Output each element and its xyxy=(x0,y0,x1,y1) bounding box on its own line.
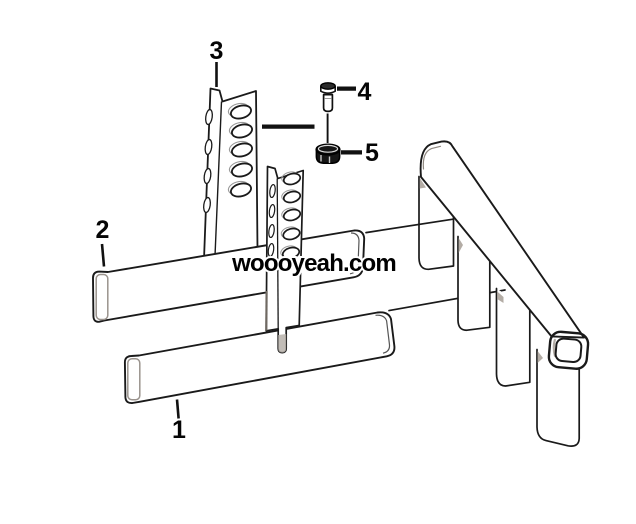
installed-bracket xyxy=(265,165,305,354)
frame-post-edge xyxy=(495,287,531,387)
installed-bracket-fold-line xyxy=(276,178,279,330)
part-1-rail xyxy=(123,311,396,404)
bolt-head-top xyxy=(320,82,336,90)
bracket-slot xyxy=(268,223,275,239)
frame-post-edge xyxy=(536,348,581,447)
callout-lines xyxy=(100,62,362,419)
callout-label-5: 5 xyxy=(365,139,379,167)
callout-label-3: 3 xyxy=(210,37,224,65)
watermark: woooyeah.com xyxy=(231,250,396,277)
bracket-slot xyxy=(268,203,276,219)
bracket-slot xyxy=(203,167,212,185)
rail-1-end-inner xyxy=(375,314,391,354)
installed-bracket-holes xyxy=(280,171,302,260)
installed-bracket-end-shade xyxy=(278,334,287,353)
bracket-slot xyxy=(267,242,275,258)
part-3-bracket xyxy=(203,87,259,260)
frame-post xyxy=(458,236,490,331)
bracket-slot xyxy=(204,138,213,156)
bolt-shank xyxy=(322,93,334,113)
post-top-shading xyxy=(419,178,543,363)
frame-upper-edge-line xyxy=(365,218,454,234)
tube-open-end xyxy=(547,330,590,370)
part-5-nut xyxy=(315,143,341,164)
frame-post-edge xyxy=(457,235,491,332)
frame-post xyxy=(496,288,530,386)
callout-line-2 xyxy=(100,243,106,267)
bracket-slot xyxy=(203,196,211,214)
bracket-fold-line xyxy=(214,101,223,257)
nut-top-rim xyxy=(317,144,339,153)
frame-post xyxy=(419,176,454,270)
callout-line-1 xyxy=(175,399,180,419)
callout-label-1: 1 xyxy=(172,416,186,444)
frame-assembly xyxy=(365,140,590,447)
rail-2-endcap xyxy=(95,273,109,321)
nut-facet-highlights xyxy=(320,155,331,163)
part-4-bolt xyxy=(320,82,336,113)
frame-post xyxy=(537,349,580,447)
bracket-holes xyxy=(227,102,253,198)
bracket-slot xyxy=(205,108,213,126)
bracket-slot xyxy=(269,183,276,199)
rail-1-endcap xyxy=(127,358,141,401)
callout-label-4: 4 xyxy=(358,78,372,106)
frame-rail-cap-inner xyxy=(422,145,442,170)
rail-2-end-inner xyxy=(349,232,360,275)
rail-1-body xyxy=(123,311,396,404)
callout-label-2: 2 xyxy=(96,216,110,244)
frame-diagonal-rail xyxy=(419,140,585,339)
frame-post-edge xyxy=(418,175,455,271)
